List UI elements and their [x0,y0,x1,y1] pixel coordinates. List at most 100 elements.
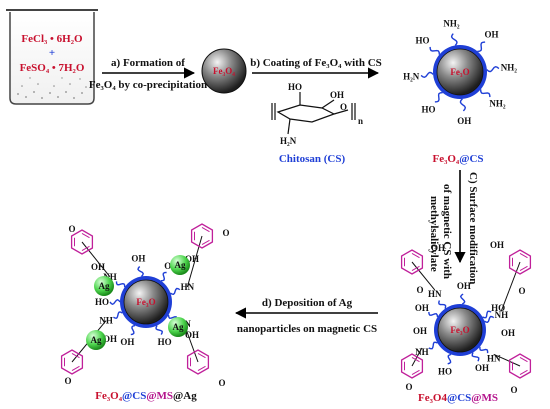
chain [130,324,136,336]
chitosan-n: n [358,116,363,126]
chain [109,299,121,305]
carbonyl-o: O [222,228,229,238]
surface-group: OH [120,337,134,347]
step-d: d) Deposition of Ag nanoparticles on mag… [234,297,378,335]
chain [479,346,489,354]
core-label-1: Fe₃O₄ [213,66,235,76]
fe3o4-cs-ms-ag-particle: OHOHHOOHHONHOHOHNOHONHOHOHNOHOFe₃OAgAgAg… [60,223,230,388]
product-2-text: Fe₃O4@CS@MS [418,392,498,404]
amide-bond [493,353,521,367]
product-3-fe: Fe₃O₄ [95,390,122,402]
product-3-text: Fe₃O₄@CS@MS@Ag [95,390,197,402]
phenol-oh: OH [490,240,504,250]
surface-group: H₂N [403,71,420,81]
amide-nh: HN [487,353,501,363]
surface-group: HO [438,366,452,376]
benzene-ring [400,249,424,275]
product-3-ms: @MS [146,390,173,402]
surface-group: HO [158,337,172,347]
amide-bond [186,235,203,288]
product-3-ag: @Ag [173,390,197,402]
core [436,48,484,96]
reagent-plus: + [49,47,55,59]
core [123,279,169,325]
step-b: b) Coating of Fe₃O₄ with CS [250,57,382,79]
step-a-label-2: Fe₃O₄ by co-precipitation [89,79,207,91]
phenol-oh: OH [431,243,445,253]
chain [428,311,439,318]
chain [115,281,126,288]
carbonyl-o: O [64,376,71,386]
reagent-2: FeSO₄ • 7H₂O [20,62,85,74]
chain [477,41,486,52]
product-3-label: Fe₃O₄@CS@MS@Ag [95,390,197,402]
chain [486,65,500,73]
ring-double-bonds [512,252,528,272]
product-2-label: Fe₃O4@CS@MS [418,392,498,404]
reagent-1: FeCl₃ • 6H₂O [21,33,83,45]
ring-double-bonds [64,352,80,372]
ag-nanoparticle [86,330,106,350]
step-d-label-1: d) Deposition of Ag [262,297,353,309]
chain [484,315,495,324]
surface-group: HO [415,36,429,46]
step-d-label-2: nanoparticles on magnetic CS [237,323,377,335]
chitosan-structure [271,92,356,135]
benzene-ring [60,349,84,375]
chitosan-labels: HO OH O H₂N n Chitosan (CS) [279,82,363,165]
amide-nh: NH [415,347,429,357]
phenol-oh: OH [185,330,199,340]
surface-group: NH₂ [489,98,506,108]
product-2-cs: @CS [447,392,471,404]
product-2-ms: @MS [471,392,498,404]
amide-bond [411,261,436,291]
step-a-label-1: a) Formation of [111,57,185,69]
product-3-cs: @CS [122,390,146,402]
fe3o4-nanoparticle: Fe₃O₄ [201,48,247,94]
chitosan-o: O [340,102,347,112]
carbonyl-o: O [510,385,517,395]
chain [434,92,443,103]
ag-nanoparticle [94,276,114,296]
surface-group: OH [457,281,471,291]
ring-double-bonds [404,356,420,376]
chitosan-name: Chitosan (CS) [279,153,346,165]
core-label: Fe₃O [450,325,469,335]
carbonyl-o: O [416,285,423,295]
chain [447,353,452,365]
chain [459,98,467,112]
phenol-oh: OH [103,334,117,344]
chain [137,266,144,277]
ag-label: Ag [99,281,110,291]
benzene-ring [186,349,210,375]
ag-nanoparticle [170,255,190,275]
surface-group: OH [457,116,471,126]
surface-group: HO [491,303,505,313]
beaker-body [9,12,95,105]
chain [429,46,440,55]
product-1-label: Fe₃O₄@CS [432,153,483,165]
step-c-label-2: of magnetic CS with [441,184,453,279]
amide-nh: NH [495,310,509,320]
product-2-fe: Fe₃O4 [418,392,447,404]
surface-group: NH₂ [443,19,460,29]
chain [420,71,434,79]
core-label: Fe₃O [136,297,155,307]
chain [160,271,167,282]
ag-label: Ag [175,260,186,270]
carbonyl-o: O [68,224,75,234]
step-c-label-3: methylsalicylate [428,196,440,272]
surface-group: HO [95,297,109,307]
beaker: FeCl₃ • 6H₂O + FeSO₄ • 7H₂O [6,9,98,105]
surface-group: OH [415,303,429,313]
surface-group: OH [484,29,498,39]
chain [450,33,458,46]
core [437,307,483,353]
ring-double-bonds [512,356,528,376]
core-label: Fe₃O [450,67,469,77]
benzene-ring [70,229,94,255]
ring-double-bonds [404,252,420,272]
